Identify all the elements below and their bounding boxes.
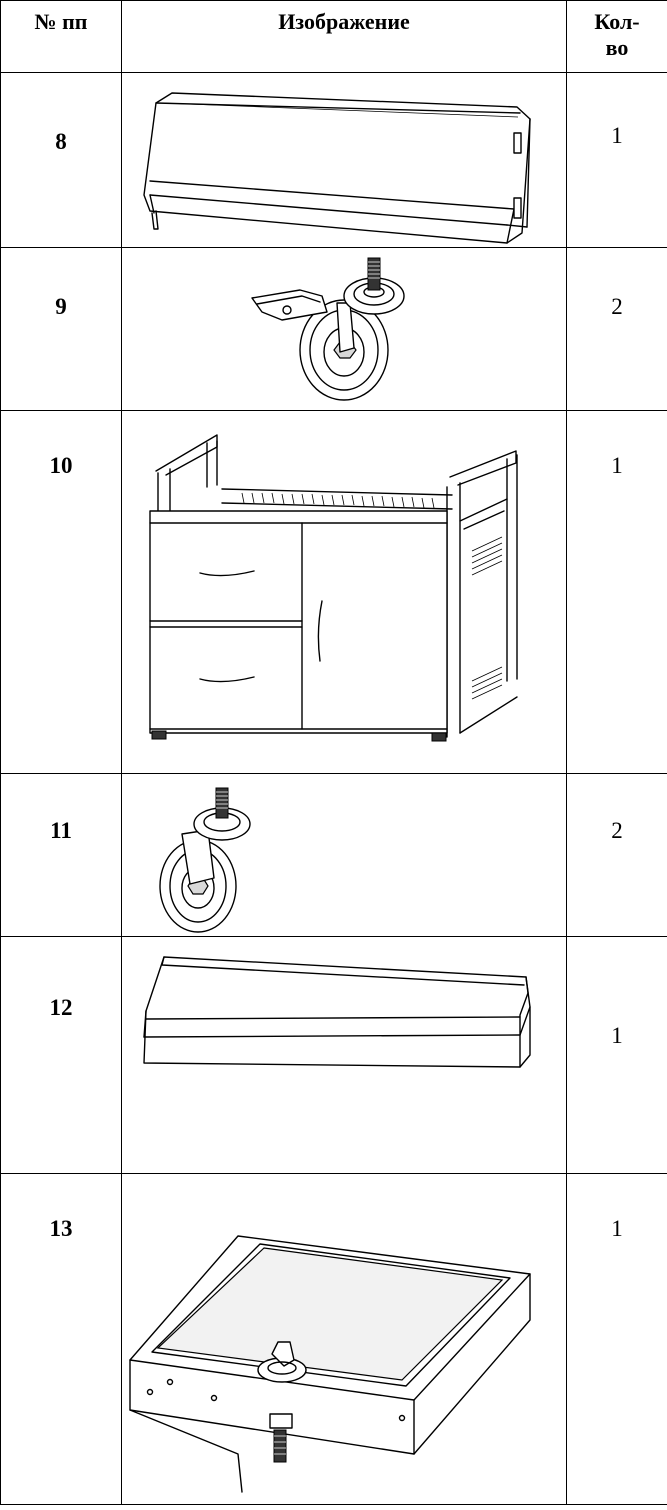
row-qty-cell: 1 [566, 936, 667, 1174]
cabinet-cart-body-icon [149, 434, 518, 742]
row-image-cell [121, 773, 567, 937]
row-num-cell: 11 [0, 773, 122, 937]
caster-wheel-icon [159, 787, 251, 933]
side-panel-rail-icon [143, 92, 531, 244]
header-image-label: Изображение [278, 9, 410, 34]
row-qty-cell: 2 [566, 773, 667, 937]
row-image-cell [121, 72, 567, 248]
row-image-cell [121, 247, 567, 411]
header-num: № пп [0, 0, 122, 73]
row-qty: 2 [611, 294, 623, 319]
table-row: 9 [0, 247, 667, 411]
row-num: 13 [49, 1216, 73, 1241]
row-num: 11 [50, 818, 72, 843]
row-qty: 1 [611, 453, 623, 478]
header-image: Изображение [121, 0, 567, 73]
table-row: 12 1 [0, 936, 667, 1174]
row-qty-cell: 1 [566, 72, 667, 248]
row-qty: 1 [611, 123, 623, 148]
side-burner-tray-icon [129, 1235, 531, 1493]
row-num: 8 [55, 129, 67, 154]
row-num-cell: 9 [0, 247, 122, 411]
header-row: № пп Изображение Кол-во [0, 0, 667, 73]
table-row: 13 [0, 1173, 667, 1505]
row-num: 10 [49, 453, 73, 478]
row-qty: 2 [611, 818, 623, 843]
row-image-cell [121, 1173, 567, 1505]
header-num-label: № пп [34, 9, 88, 34]
row-num-cell: 13 [0, 1173, 122, 1505]
row-image-cell [121, 410, 567, 774]
row-qty-cell: 1 [566, 1173, 667, 1505]
row-qty: 1 [611, 1023, 623, 1048]
caster-wheel-with-brake-icon [251, 257, 405, 401]
row-num-cell: 12 [0, 936, 122, 1174]
row-num-cell: 10 [0, 410, 122, 774]
row-qty-cell: 1 [566, 410, 667, 774]
row-image-cell [121, 936, 567, 1174]
row-qty-cell: 2 [566, 247, 667, 411]
table-row: 10 [0, 410, 667, 774]
row-num-cell: 8 [0, 72, 122, 248]
row-num: 9 [55, 294, 67, 319]
table-row: 8 1 [0, 72, 667, 248]
row-num: 12 [49, 995, 73, 1020]
row-qty: 1 [611, 1216, 623, 1241]
header-qty: Кол-во [566, 0, 667, 73]
header-qty-label: Кол-во [594, 9, 640, 60]
side-shelf-panel-icon [143, 956, 531, 1068]
table-row: 11 2 [0, 773, 667, 937]
